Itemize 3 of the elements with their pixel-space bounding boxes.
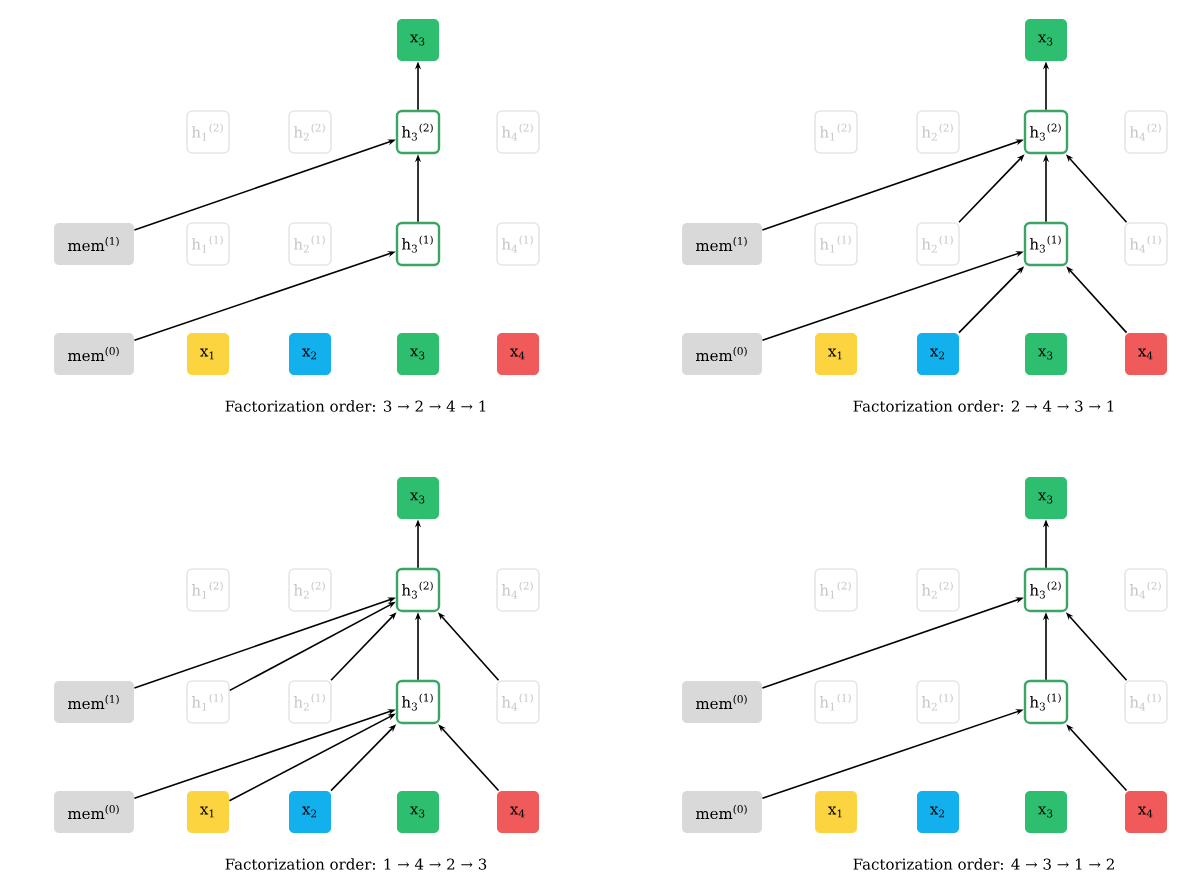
arrow bbox=[1066, 724, 1128, 792]
arrow bbox=[438, 724, 500, 792]
arrow bbox=[1066, 266, 1128, 334]
